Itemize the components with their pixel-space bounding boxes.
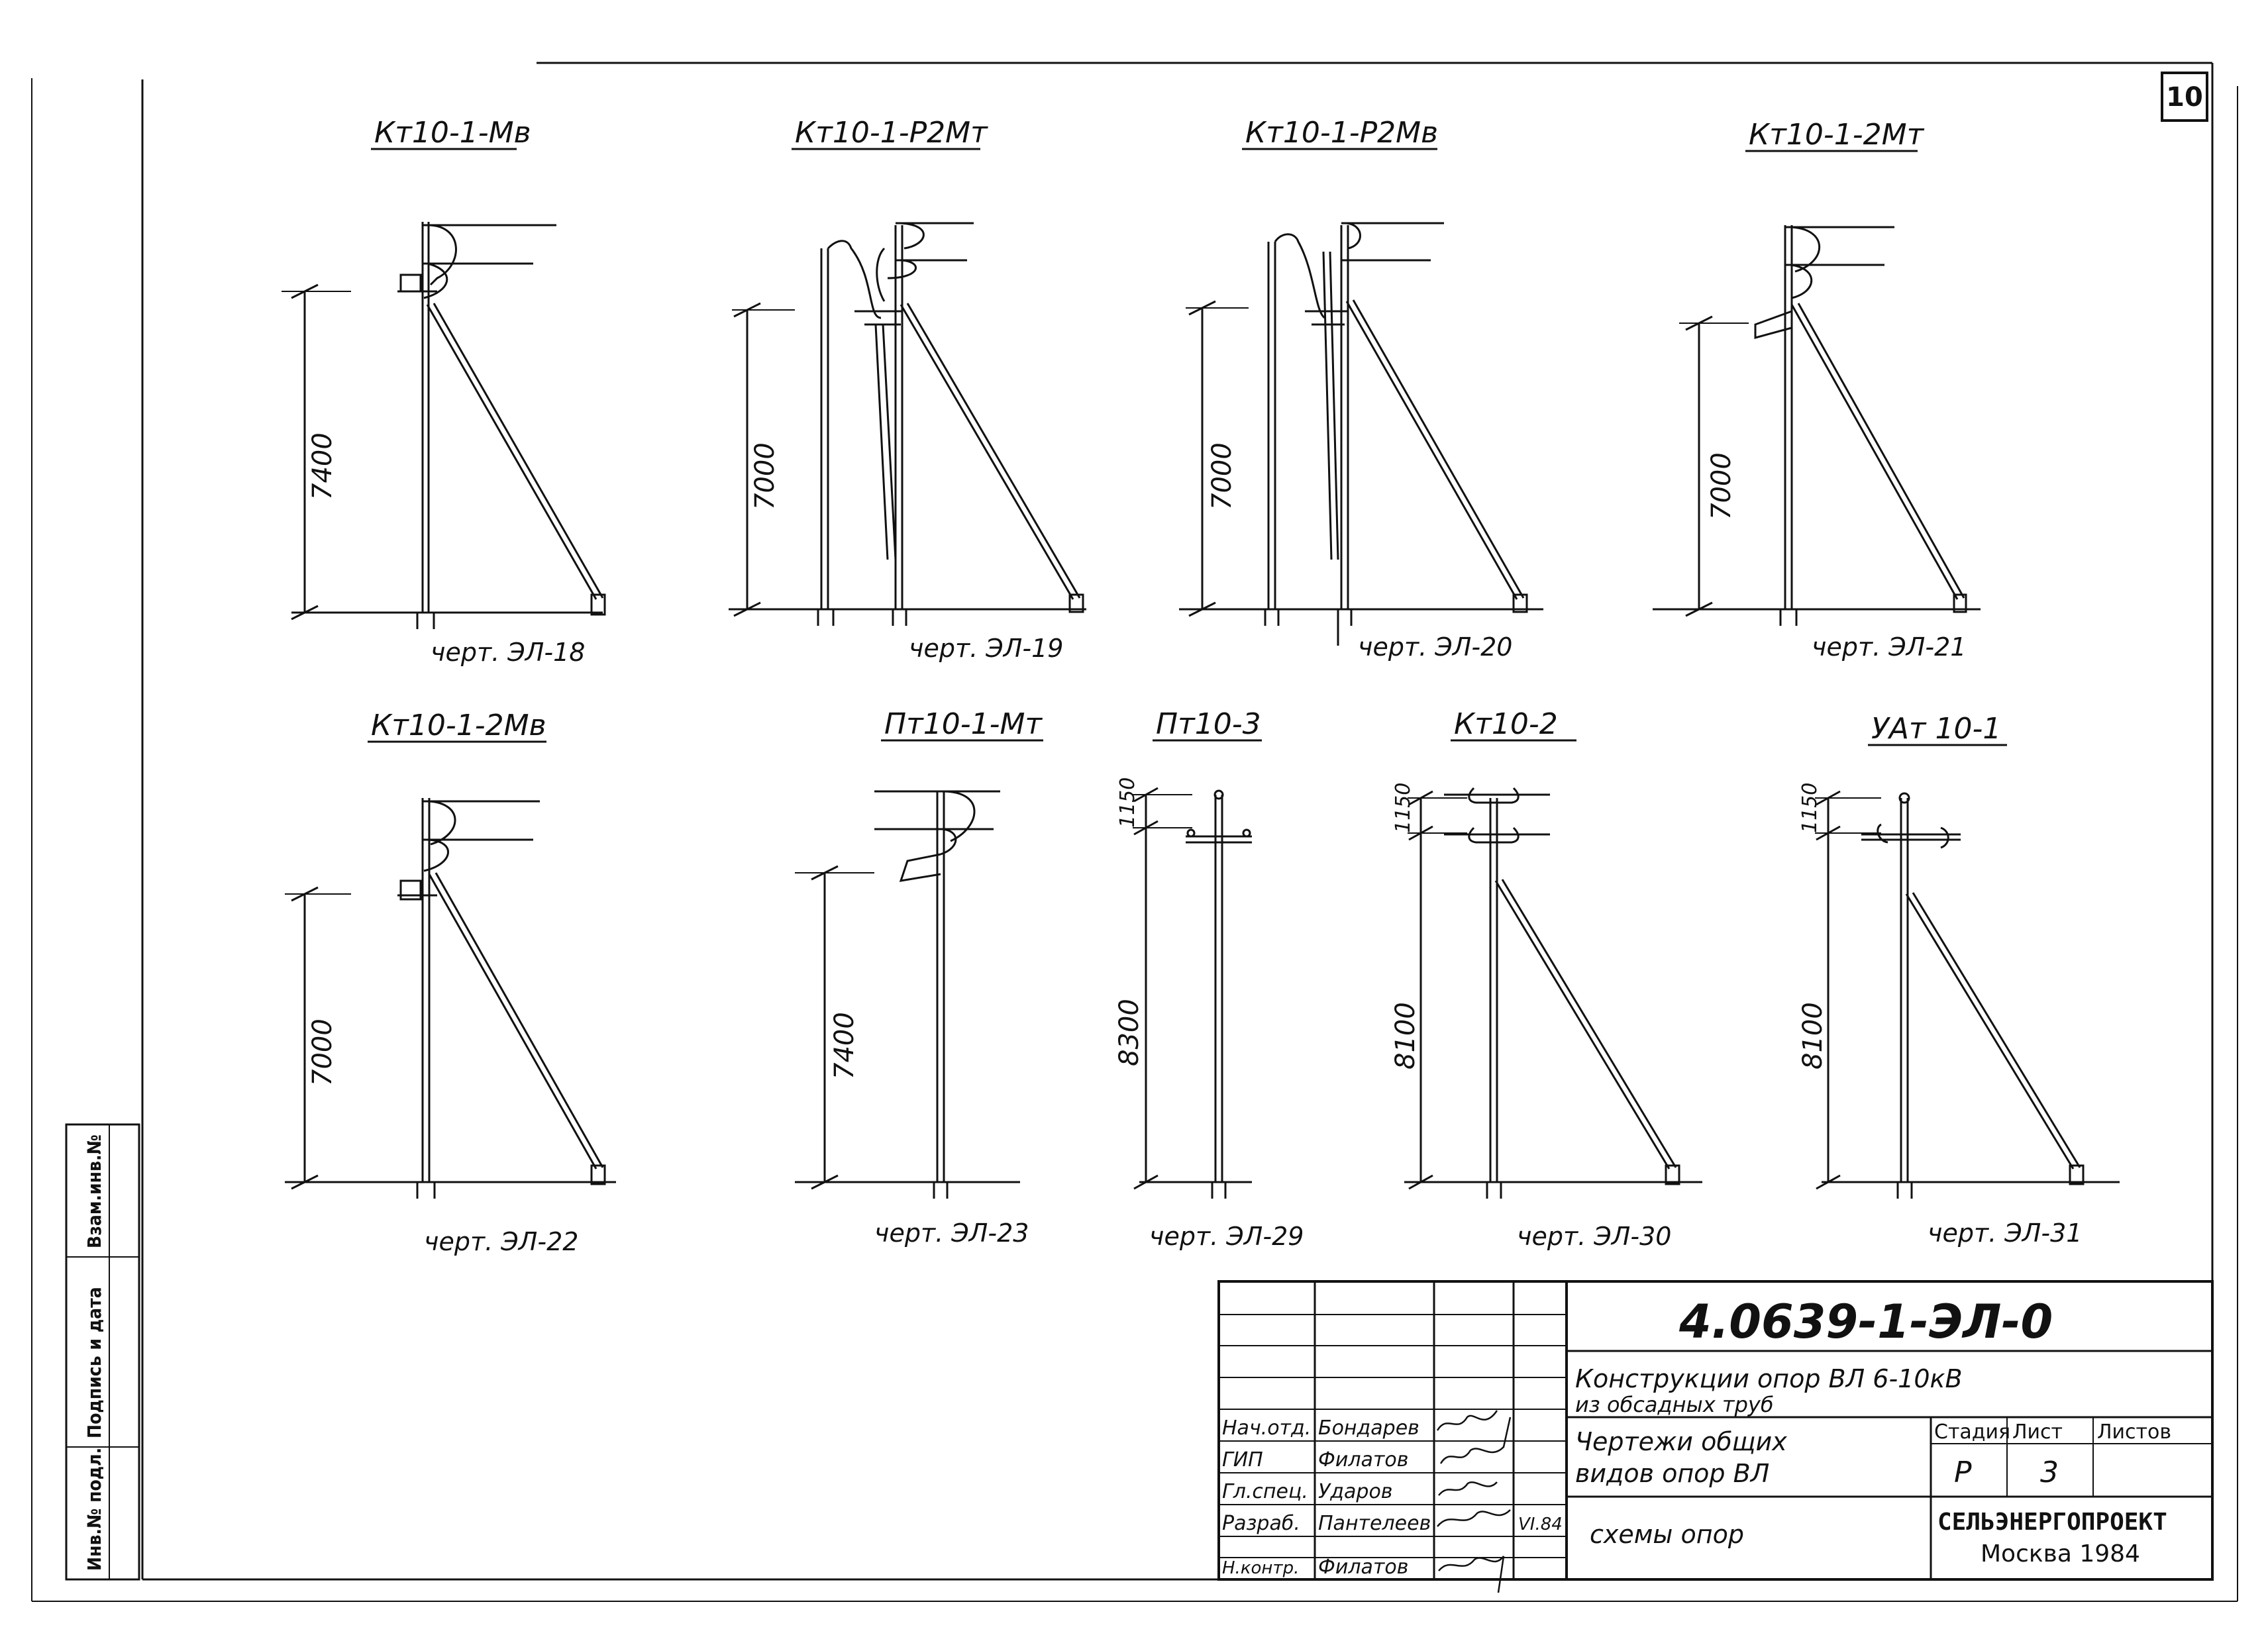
project-title-line2: из обсадных труб <box>1575 1392 1774 1417</box>
support-name: Кт10-1-Р2Мт <box>795 116 988 150</box>
support-top-dim: 1150 <box>1798 783 1822 833</box>
drawing-title-line1: Чертежи общих <box>1575 1427 1787 1456</box>
support-name: Кт10-2 <box>1454 707 1558 741</box>
drawing-ref: черт. ЭЛ-31 <box>1928 1219 2082 1248</box>
support-name: Пт10-3 <box>1156 707 1261 741</box>
sig-role: Разраб. <box>1222 1512 1300 1535</box>
sig-role: Н.контр. <box>1222 1558 1299 1578</box>
support-9: УАт 10-1 1150 8100 черт. ЭЛ-31 <box>1798 712 2120 1248</box>
support-height: 7000 <box>1207 442 1237 510</box>
project-title-line1: Конструкции опор ВЛ 6-10кВ <box>1575 1364 1963 1393</box>
sig-date: VI.84 <box>1518 1515 1563 1534</box>
support-4: Кт10-1-2Мт 7000 черт. ЭЛ-21 <box>1653 118 1981 662</box>
support-2: Кт10-1-Р2Мт <box>729 116 1086 663</box>
title-block: 4.0639-1-ЭЛ-0 Конструкции опор ВЛ 6-10кВ… <box>1217 1280 2214 1593</box>
support-name: УАт 10-1 <box>1871 712 2001 746</box>
signature-marks <box>1436 1410 1512 1593</box>
sig-role: ГИП <box>1222 1448 1263 1471</box>
support-height: 7000 <box>1706 452 1737 520</box>
sig-name: Бондарев <box>1318 1417 1419 1440</box>
support-name: Кт10-1-2Мт <box>1749 118 1925 152</box>
support-8: Кт10-2 1150 8100 черт. ЭЛ-30 <box>1390 707 1702 1251</box>
document-code: 4.0639-1-ЭЛ-0 <box>1678 1295 2053 1349</box>
sheet-value: 3 <box>2040 1456 2059 1489</box>
city-year: Москва 1984 <box>1981 1540 2140 1568</box>
sig-role: Нач.отд. <box>1222 1417 1311 1440</box>
header-sheets: Листов <box>2097 1420 2171 1444</box>
stamp-podpis-data: Подпись и дата <box>83 1287 105 1438</box>
support-height: 7400 <box>829 1012 860 1079</box>
header-stage: Стадия <box>1934 1420 2010 1444</box>
support-name: Кт10-1-Р2Мв <box>1245 116 1438 150</box>
sig-name: Пантелеев <box>1318 1512 1431 1535</box>
support-top-dim: 1150 <box>1392 783 1415 833</box>
margin-stamp: Инв.№ подл. Подпись и дата Взам.инв.№ <box>65 1123 140 1581</box>
support-6: Пт10-1-Мт 7400 черт. ЭЛ-23 <box>795 707 1043 1248</box>
support-7: Пт10-3 1150 8300 черт. ЭЛ-29 <box>1114 707 1304 1251</box>
stamp-vzam-inv: Взам.инв.№ <box>83 1134 105 1248</box>
page-number-box: 10 <box>2161 72 2208 122</box>
support-height: 7000 <box>307 1019 338 1086</box>
drawing-ref: черт. ЭЛ-29 <box>1149 1222 1304 1251</box>
page-number: 10 <box>2166 82 2203 113</box>
support-height: 7400 <box>307 432 338 500</box>
support-height: 8300 <box>1114 999 1145 1066</box>
support-name: Кт10-1-2Мв <box>371 709 546 742</box>
support-name: Пт10-1-Мт <box>884 707 1043 741</box>
sig-name: Филатов <box>1318 1556 1408 1579</box>
sheet-title: схемы опор <box>1590 1520 1744 1549</box>
drawing-title-line2: видов опор ВЛ <box>1575 1459 1769 1488</box>
support-5: Кт10-1-2Мв 7000 черт. ЭЛ-22 <box>285 709 616 1256</box>
drawing-ref: черт. ЭЛ-18 <box>431 638 585 667</box>
support-height: 8100 <box>1390 1002 1421 1070</box>
support-top-dim: 1150 <box>1116 777 1139 828</box>
stage-value: Р <box>1954 1456 1972 1489</box>
support-height: 8100 <box>1798 1002 1828 1070</box>
organization: СЕЛЬЭНЕРГОПРОЕКТ <box>1937 1509 2167 1536</box>
sig-name: Филатов <box>1318 1448 1408 1471</box>
drawing-ref: черт. ЭЛ-21 <box>1812 632 1966 662</box>
support-3: Кт10-1-Р2Мв 7000 <box>1179 116 1543 662</box>
drawing-ref: черт. ЭЛ-20 <box>1358 632 1512 662</box>
drawing-ref: черт. ЭЛ-23 <box>874 1219 1029 1248</box>
support-1: Кт10-1-Мв 7400 черт. ЭЛ-18 <box>282 116 606 667</box>
drawing-ref: черт. ЭЛ-22 <box>424 1227 578 1256</box>
sig-role: Гл.спец. <box>1222 1480 1308 1503</box>
stamp-inv-podl: Инв.№ подл. <box>83 1448 105 1571</box>
drawing-ref: черт. ЭЛ-19 <box>909 634 1063 663</box>
header-sheet: Лист <box>2012 1420 2063 1444</box>
support-name: Кт10-1-Мв <box>374 116 531 150</box>
sig-name: Ударов <box>1318 1480 1393 1503</box>
drawing-ref: черт. ЭЛ-30 <box>1517 1222 1671 1251</box>
sheet-frame <box>31 62 2238 1602</box>
support-height: 7000 <box>750 442 780 510</box>
